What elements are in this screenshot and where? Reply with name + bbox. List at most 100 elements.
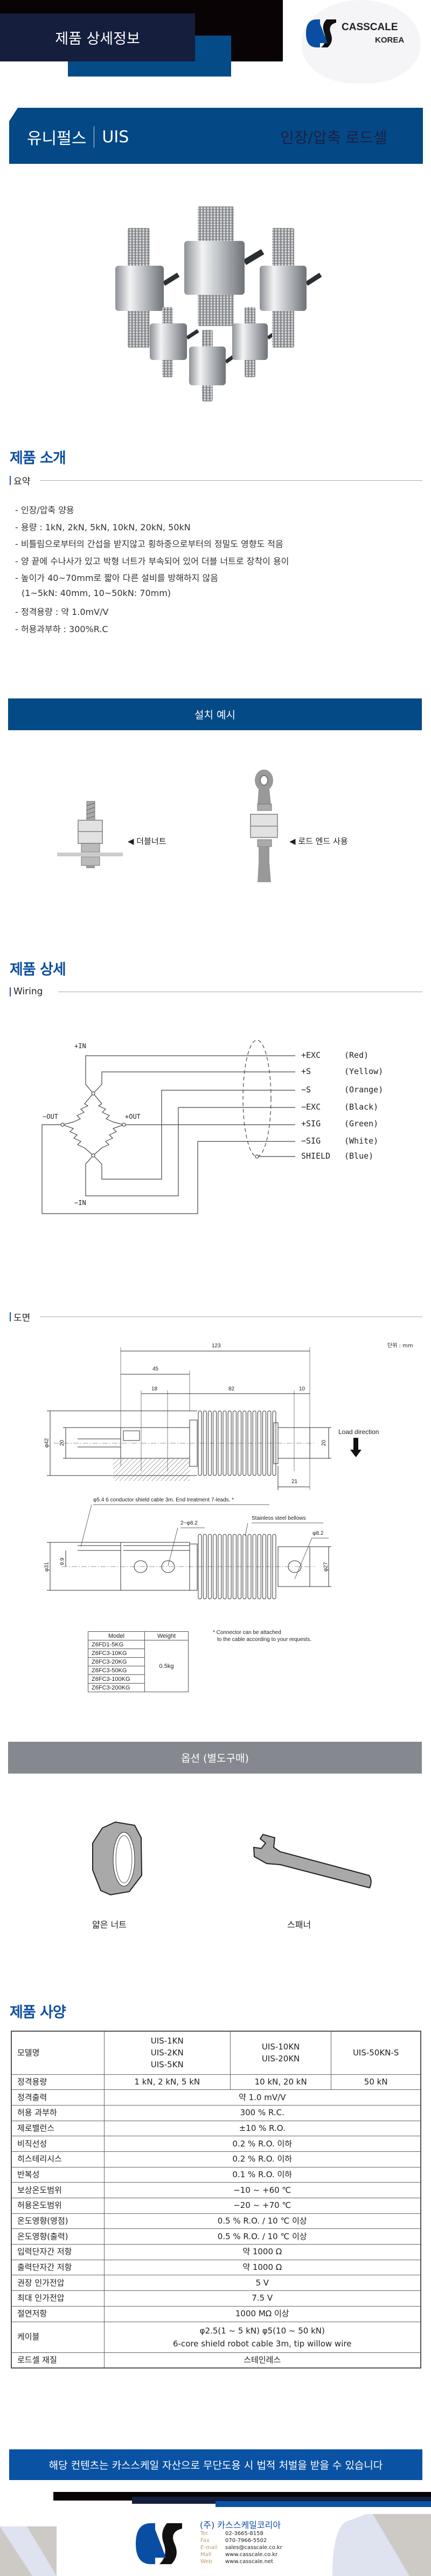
thin-nut-illustration bbox=[92, 1821, 143, 1896]
spec-row: 허용온도범위−20 ~ +70 ℃ bbox=[11, 2198, 421, 2214]
bellows-fin bbox=[213, 1410, 217, 1476]
bellows-fin bbox=[262, 1410, 267, 1476]
spec-value: 스테인레스 bbox=[103, 2352, 421, 2369]
spec-value: 1000 MΩ 이상 bbox=[103, 2305, 421, 2322]
brand-name: 유니펄스 bbox=[27, 129, 87, 148]
product-photo bbox=[115, 206, 322, 401]
bellows-fin bbox=[272, 1534, 276, 1599]
bellows-fin bbox=[218, 1410, 222, 1476]
spec-model: UIS-20KN bbox=[261, 2054, 300, 2064]
contact-label: Mall bbox=[200, 2552, 212, 2558]
bellows-fin bbox=[272, 1410, 276, 1476]
dimension-drawing bbox=[47, 1347, 362, 1599]
spec-value: 5 V bbox=[103, 2275, 421, 2291]
load-direction-label: Load direction bbox=[338, 1428, 379, 1436]
header-weight: Weight bbox=[144, 1631, 189, 1640]
holes-label: 2−φ8.2 bbox=[180, 1520, 198, 1526]
model-row: Z6FC3-200KG bbox=[88, 1683, 189, 1692]
spanner-illustration bbox=[253, 1833, 372, 1889]
lead-signal: −S bbox=[301, 1085, 311, 1095]
bellows-fin bbox=[198, 1410, 202, 1476]
dim-82: 82 bbox=[228, 1386, 235, 1392]
cable-line-2: 6-core shield robot cable 3m, tip willow… bbox=[173, 2338, 352, 2349]
lead-color: (Red) bbox=[344, 1050, 369, 1060]
load-cell-body bbox=[115, 266, 164, 311]
rod-end-illustration bbox=[250, 770, 278, 882]
copyright-band: 해당 컨텐츠는 카스스케일 자산으로 무단도용 시 법적 처벌을 받을 수 있습… bbox=[9, 2449, 422, 2480]
load-cell-cable bbox=[243, 249, 265, 265]
spec-row: 제로밸런스±10 % R.O. bbox=[11, 2120, 421, 2137]
detail-heading: 제품 상세 bbox=[10, 961, 66, 978]
spec-label: 로드셀 재질 bbox=[11, 2352, 105, 2369]
spec-label: 제로밸런스 bbox=[11, 2120, 105, 2137]
lead-signal: +S bbox=[301, 1067, 311, 1076]
bellows-fin bbox=[213, 1534, 217, 1599]
lead-color: (Black) bbox=[344, 1102, 379, 1112]
spec-value: −10 ~ +60 ℃ bbox=[103, 2182, 421, 2198]
intro-item: - 허용과부하 : 300%R.C bbox=[15, 624, 108, 634]
bellows-fin bbox=[242, 1534, 247, 1599]
spec-label: 보상온도범위 bbox=[11, 2182, 105, 2198]
contact-value[interactable]: www.casscale.net bbox=[225, 2559, 273, 2565]
load-cell-cable bbox=[162, 272, 180, 286]
bellows-fin bbox=[247, 1534, 252, 1599]
spec-value: 0.5 % R.O. / 10 ℃ 이상 bbox=[103, 2213, 421, 2229]
intro-heading: 제품 소개 bbox=[10, 450, 66, 467]
spec-label: 허용온도범위 bbox=[11, 2198, 105, 2214]
intro-item: (1~5kN: 40mm, 10~50kN: 70mm) bbox=[22, 587, 171, 598]
contact-value[interactable]: sales@casscale.co.kr bbox=[225, 2545, 282, 2551]
lead-color: (Green) bbox=[344, 1119, 379, 1128]
dim-10: 10 bbox=[299, 1386, 305, 1392]
bellows-fin bbox=[207, 1534, 212, 1599]
intro-item: - 비틀림으로부터의 간섭을 받지않고 횡하중으로부터의 정밀도 영향도 적음 bbox=[15, 539, 283, 549]
spec-label: 출력단자간 저항 bbox=[11, 2259, 105, 2276]
contact-label: Fax bbox=[200, 2538, 210, 2544]
spec-value: 0.2 % R.O. 이하 bbox=[103, 2151, 421, 2168]
bellows-fin bbox=[232, 1534, 237, 1599]
bellows-fin bbox=[203, 1534, 207, 1599]
lead-signal: SHIELD bbox=[301, 1151, 331, 1161]
plus-in-label: +IN bbox=[74, 1042, 86, 1050]
bellows-fin bbox=[242, 1410, 247, 1476]
bellows-fin bbox=[262, 1534, 267, 1599]
spec-capacity: 10 kN, 20 kN bbox=[230, 2074, 332, 2090]
casscale-logo: CASSCALE KOREA bbox=[306, 19, 404, 50]
model-cell: Z6FC3-20KG bbox=[88, 1657, 145, 1666]
spec-model: UIS-1KN bbox=[150, 2036, 184, 2046]
unit-label: 단위 : mm bbox=[387, 1343, 413, 1349]
cable-line-1: φ2.5(1 ~ 5 kN) φ5(10 ~ 50 kN) bbox=[199, 2325, 325, 2336]
bellows-fin bbox=[257, 1410, 261, 1476]
spec-value: ±10 % R.O. bbox=[103, 2120, 421, 2137]
spec-model: UIS-50KN-S bbox=[352, 2048, 399, 2058]
bellows-fin bbox=[223, 1534, 227, 1599]
minus-in-label: −IN bbox=[74, 1199, 86, 1207]
dim-21: 21 bbox=[291, 1479, 298, 1485]
model-row: Z6FC3-100KG bbox=[88, 1674, 189, 1684]
spec-value: φ2.5(1 ~ 5 kN) φ5(10 ~ 50 kN) 6-core shie… bbox=[103, 2321, 421, 2353]
summary-divider bbox=[40, 480, 422, 481]
contact-label: E-mail bbox=[200, 2545, 218, 2551]
spec-value: 약 1.0 mV/V bbox=[103, 2089, 421, 2106]
model-cell: Z6FC3-50KG bbox=[88, 1666, 145, 1675]
spec-label: 최대 인가전압 bbox=[11, 2290, 105, 2307]
lead-color: (Orange) bbox=[344, 1085, 384, 1095]
lead-color: (White) bbox=[344, 1136, 379, 1146]
wiring-diagram bbox=[41, 1040, 295, 1214]
spec-label: 권장 인가전압 bbox=[11, 2275, 105, 2291]
spec-row: 온도영향(출력)0.5 % R.O. / 10 ℃ 이상 bbox=[11, 2228, 421, 2245]
install-band: 설치 예시 bbox=[8, 698, 422, 730]
bellows-fin bbox=[227, 1410, 232, 1476]
dim-20-left: 20 bbox=[59, 1439, 66, 1446]
contact-value[interactable]: www.casscale.co.kr bbox=[225, 2552, 278, 2558]
header-title: 제품 상세정보 bbox=[0, 13, 195, 61]
spec-model: UIS-10KN bbox=[261, 2042, 300, 2052]
spec-value: −20 ~ +70 ℃ bbox=[103, 2198, 421, 2214]
bellows-fin bbox=[218, 1534, 222, 1599]
dia-31: φ31 bbox=[44, 1562, 50, 1572]
spec-label: 절연저항 bbox=[11, 2305, 105, 2322]
dia-27: φ27 bbox=[323, 1562, 329, 1572]
